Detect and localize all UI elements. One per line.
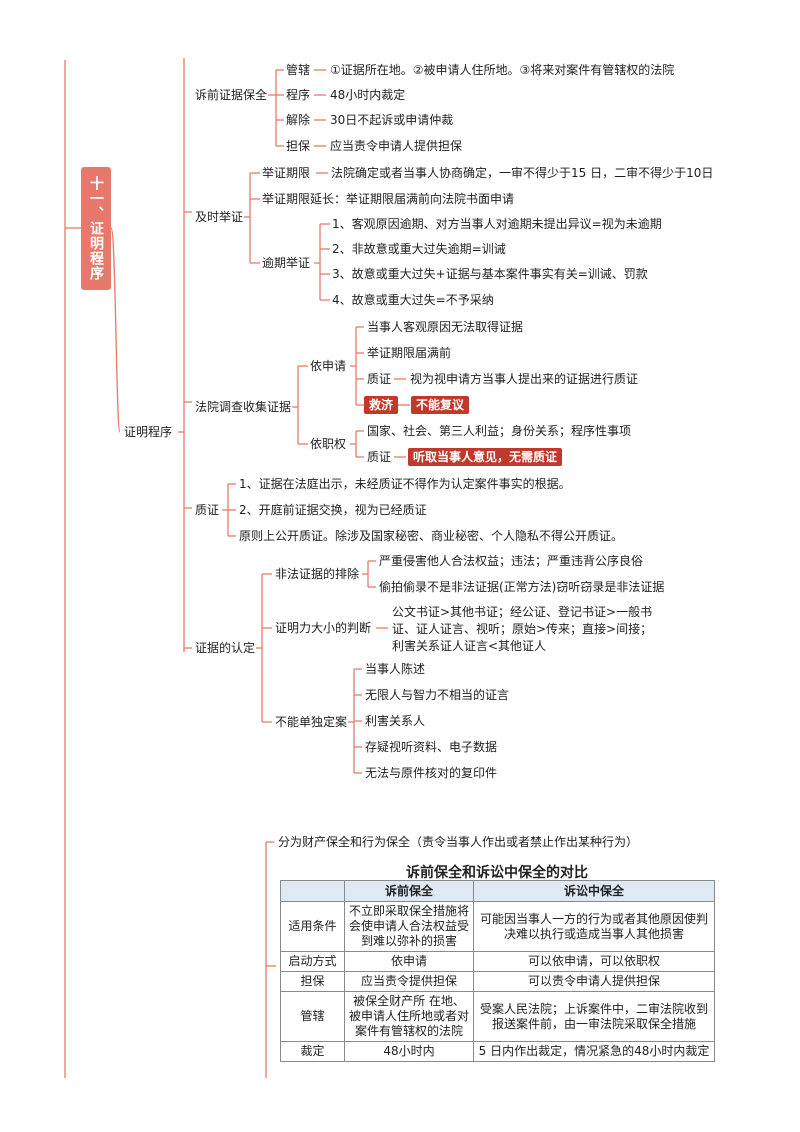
table-cell: 48小时内 — [344, 1041, 474, 1062]
table-cell: 依申请 — [344, 951, 474, 972]
table-row: 启动方式 依申请 可以依申请，可以依职权 — [280, 951, 715, 972]
node-period: 举证期限 — [262, 166, 311, 180]
table-cell: 可能因当事人一方的行为或者其他原因使判决难以执行或造成当事人其他损害 — [473, 901, 715, 952]
table-cell: 担保 — [280, 971, 345, 992]
comparison-title: 诉前保全和诉讼中保全的对比 — [406, 865, 588, 881]
node-strength-value: 公文书证>其他书证；经公证、登记书证>一般书证、证人证言、视听；原始>传来；直接… — [392, 605, 653, 653]
table-row: 管辖 被保全财产所 在地、被申请人住所地或者对案件有管辖权的法院 受案人民法院；… — [280, 991, 715, 1042]
node-procedure-value: 48小时内裁定 — [330, 88, 406, 102]
node-remedy-value: 不能复议 — [411, 396, 470, 414]
node-extension: 举证期限延长：举证期限届满前向法院书面申请 — [262, 192, 515, 206]
table-row: 裁定 48小时内 5 日内作出裁定，情况紧急的48小时内裁定 — [280, 1041, 715, 1062]
node-overdue-item: 1、客观原因逾期、对方当事人对逾期未提出异议=视为未逾期 — [332, 217, 662, 231]
table-cell: 可以责令申请人提供担保 — [473, 971, 715, 992]
table-header: 诉前保全 — [344, 880, 474, 902]
comparison-table: 诉前保全 诉讼中保全 适用条件 不立即采取保全措施将会使申请人合法权益受到难以弥… — [280, 880, 715, 1062]
node-exam: 质证 — [367, 372, 392, 386]
node-by-application: 依申请 — [310, 359, 347, 373]
node-recognition: 证据的认定 — [195, 641, 256, 655]
table-row: 适用条件 不立即采取保全措施将会使申请人合法权益受到难以弥补的损害 可能因当事人… — [280, 901, 715, 952]
node-jurisdiction: 管辖 — [286, 63, 311, 77]
node-illegal-item: 严重侵害他人合法权益；违法；严重违背公序良俗 — [379, 554, 644, 568]
table-header-row: 诉前保全 诉讼中保全 — [280, 880, 715, 902]
node-court-collect: 法院调查收集证据 — [195, 400, 292, 414]
table-cell: 被保全财产所 在地、被申请人住所地或者对案件有管辖权的法院 — [344, 991, 474, 1042]
node-exam2: 质证 — [367, 450, 392, 464]
table-cell: 管辖 — [280, 991, 345, 1042]
table-cell: 不立即采取保全措施将会使申请人合法权益受到难以弥补的损害 — [344, 901, 474, 952]
node-insufficient-item: 无限人与智力不相当的证言 — [365, 688, 510, 702]
node-cross-exam: 质证 — [195, 503, 220, 517]
node-procedure: 程序 — [286, 88, 311, 102]
node-release-value: 30日不起诉或申请仲裁 — [330, 113, 454, 127]
section-title: 十一、证明程序 — [88, 176, 104, 281]
node-ex-officio-value: 国家、社会、第三人利益；身份关系；程序性事项 — [367, 424, 632, 438]
table-cell: 5 日内作出裁定，情况紧急的48小时内裁定 — [473, 1041, 715, 1062]
node-insufficient-item: 存疑视听资料、电子数据 — [365, 740, 498, 754]
node-root: 证明程序 — [124, 425, 173, 439]
node-timely: 及时举证 — [195, 210, 244, 224]
table-cell: 受案人民法院；上诉案件中，二审法院收到报送案件前，由一审法院采取保全措施 — [473, 991, 715, 1042]
node-cross-item: 1、证据在法庭出示，未经质证不得作为认定案件事实的根据。 — [239, 477, 571, 491]
node-overdue-item: 4、故意或重大过失=不予采纳 — [332, 293, 494, 307]
preservation-note: 分为财产保全和行为保全（责令当事人作出或者禁止作出某种行为） — [278, 835, 639, 849]
node-release: 解除 — [286, 113, 311, 127]
node-ex-officio: 依职权 — [310, 437, 347, 451]
table-cell: 裁定 — [280, 1041, 345, 1062]
node-illegal-item: 偷拍偷录不是非法证据(正常方法)窃听窃录是非法证据 — [379, 580, 665, 594]
node-insufficient-item: 当事人陈述 — [365, 662, 426, 676]
table-cell: 适用条件 — [280, 901, 345, 952]
node-exam-value: 视为视申请方当事人提出来的证据进行质证 — [410, 372, 639, 386]
node-pre-suit: 诉前证据保全 — [195, 88, 268, 102]
table-header — [280, 880, 345, 902]
node-cross-item: 2、开庭前证据交换，视为已经质证 — [239, 503, 427, 517]
section-title-badge: 十一、证明程序 — [81, 167, 111, 290]
node-jurisdiction-value: ①证据所在地。②被申请人住所地。③将来对案件有管辖权的法院 — [330, 63, 675, 77]
table-cell: 启动方式 — [280, 951, 345, 972]
node-overdue: 逾期举证 — [262, 256, 311, 270]
node-guarantee: 担保 — [286, 139, 311, 153]
node-by-app-item: 当事人客观原因无法取得证据 — [367, 320, 524, 334]
node-illegal: 非法证据的排除 — [275, 567, 360, 581]
node-remedy: 救济 — [364, 396, 399, 414]
node-insufficient: 不能单独定案 — [275, 715, 348, 729]
table-row: 担保 应当责令提供担保 可以责令申请人提供担保 — [280, 971, 715, 992]
node-by-app-item: 举证期限届满前 — [367, 346, 452, 360]
node-insufficient-item: 利害关系人 — [365, 714, 426, 728]
table-header: 诉讼中保全 — [473, 880, 715, 902]
table-cell: 可以依申请，可以依职权 — [473, 951, 715, 972]
node-insufficient-item: 无法与原件核对的复印件 — [365, 766, 498, 780]
table-cell: 应当责令提供担保 — [344, 971, 474, 992]
node-guarantee-value: 应当责令申请人提供担保 — [330, 139, 463, 153]
node-overdue-item: 3、故意或重大过失+证据与基本案件事实有关=训诫、罚款 — [332, 267, 648, 281]
node-period-value: 法院确定或者当事人协商确定，一审不得少于15 日，二审不得少于10日 — [331, 166, 714, 180]
node-strength: 证明力大小的判断 — [275, 621, 372, 635]
node-exam2-value: 听取当事人意见，无需质证 — [408, 448, 563, 466]
node-cross-item: 原则上公开质证。除涉及国家秘密、商业秘密、个人隐私不得公开质证。 — [239, 529, 624, 543]
node-overdue-item: 2、非故意或重大过失逾期=训诫 — [332, 242, 506, 256]
